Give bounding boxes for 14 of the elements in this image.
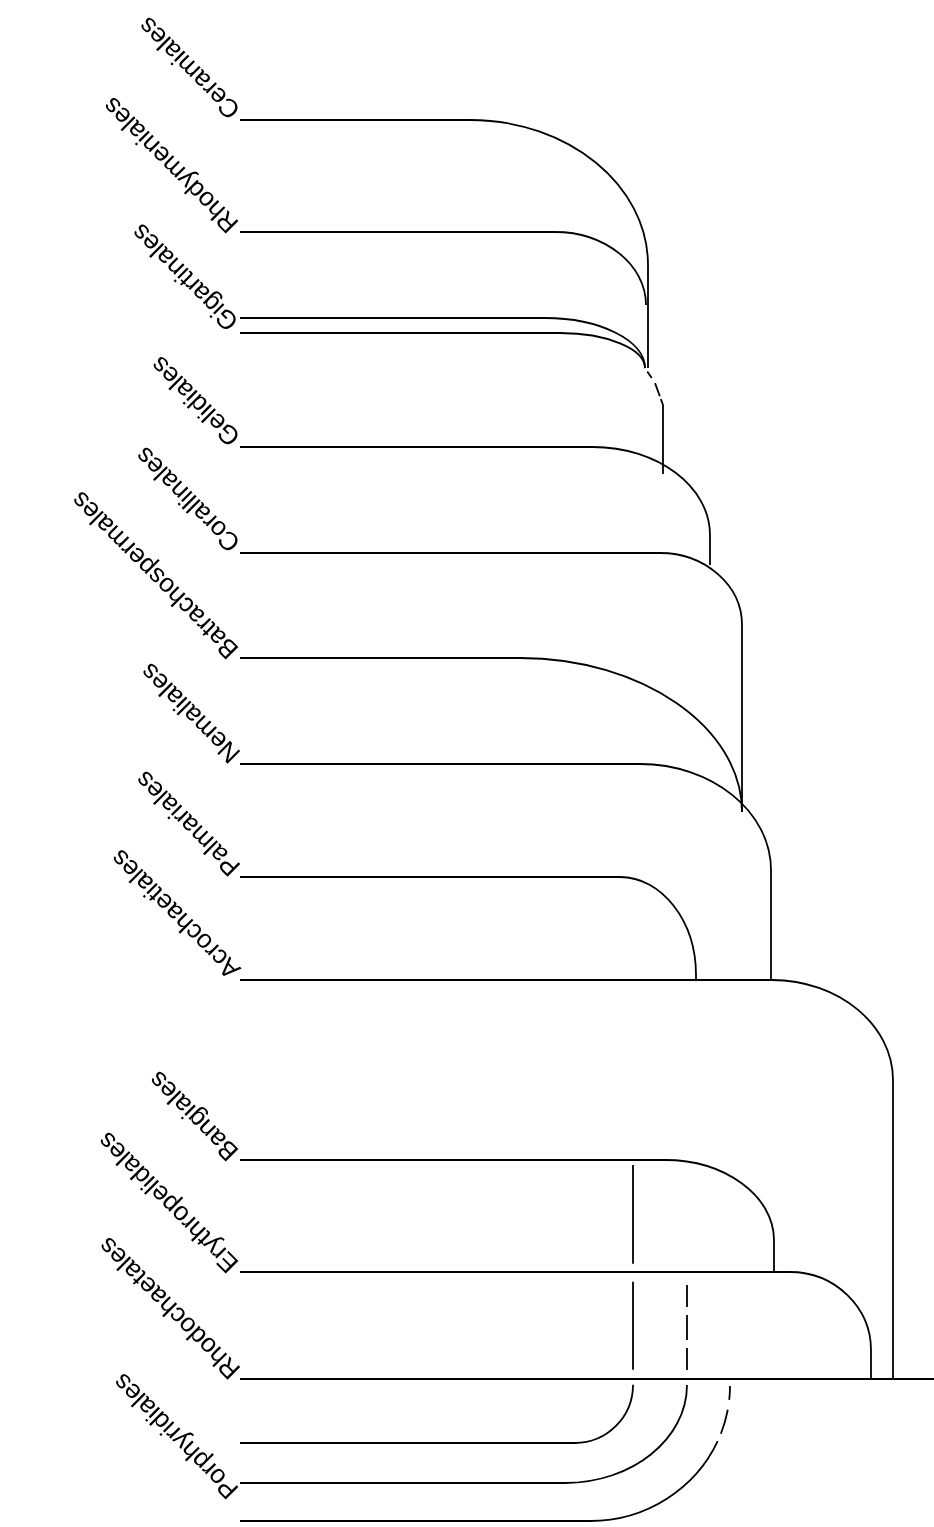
tree-branch (239, 763, 772, 980)
tree-branch (239, 979, 894, 1380)
tree-branch (239, 1385, 731, 1522)
tree-branch (239, 1271, 872, 1379)
tree-branch (239, 1378, 934, 1380)
tree-branch (239, 119, 649, 369)
tree-branch (239, 332, 664, 475)
tree-branch (239, 657, 743, 813)
tree-branch (239, 1159, 775, 1272)
tree-branch (239, 1164, 634, 1444)
tree-branch (239, 1284, 688, 1484)
tree-branch (239, 876, 697, 980)
tree-branch (239, 231, 647, 306)
tree-branch (239, 446, 711, 566)
